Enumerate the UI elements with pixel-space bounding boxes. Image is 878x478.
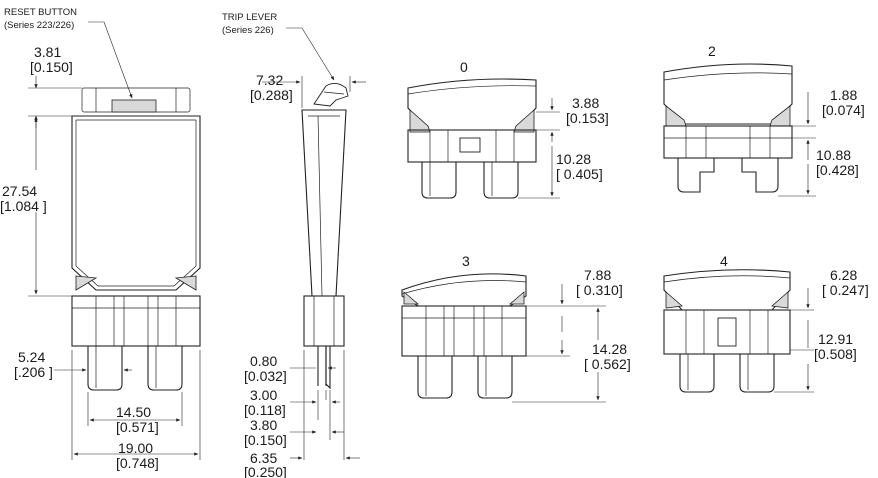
dim-a-in: [0.032] <box>244 368 287 384</box>
dim-body-in: [1.084 ] <box>0 198 47 214</box>
variant-0-long-in: [ 0.405] <box>556 166 603 182</box>
variant-2-long-mm: 10.88 <box>816 147 851 163</box>
variant-label: 0 <box>460 59 468 75</box>
variant-4-long-mm: 12.91 <box>818 331 853 347</box>
dim-c-mm: 3.80 <box>250 417 277 433</box>
variant-4-short-mm: 6.28 <box>830 267 857 283</box>
reset-button-callout: RESET BUTTON (Series 223/226) <box>4 7 133 99</box>
variant-4-long-in: [0.508] <box>814 346 857 362</box>
dim-total-width-in: [0.748] <box>116 455 159 471</box>
variant-3-dimensions: 7.88 [ 0.310] 14.28 [ 0.562] <box>512 267 631 403</box>
variant-0-short-mm: 3.88 <box>572 95 599 111</box>
dim-lever-mm: 7.32 <box>256 72 283 88</box>
variant-label: 3 <box>462 253 470 269</box>
dim-d-in: [0.250] <box>244 464 287 478</box>
trip-lever-callout: TRIP LEVER (Series 226) <box>222 12 335 81</box>
dim-top-in: [0.150] <box>30 59 73 75</box>
variant-label: 4 <box>720 253 728 269</box>
variant-3: 3 <box>401 253 527 399</box>
variant-0-long-mm: 10.28 <box>556 151 591 167</box>
dim-c-in: [0.150] <box>244 432 287 448</box>
dim-blade-span-mm: 14.50 <box>116 404 151 420</box>
variant-2-long-in: [0.428] <box>816 162 859 178</box>
variant-3-short-mm: 7.88 <box>584 267 611 283</box>
variant-4-short-in: [ 0.247] <box>822 282 869 298</box>
variant-3-long-mm: 14.28 <box>592 341 627 357</box>
dim-b-mm: 3.00 <box>250 387 277 403</box>
trip-lever-label: TRIP LEVER <box>222 12 277 23</box>
variant-4-dimensions: 6.28 [ 0.247] 12.91 [0.508] <box>774 267 869 393</box>
dim-total-width-mm: 19.00 <box>118 440 153 456</box>
reset-button-series: (Series 223/226) <box>4 20 74 31</box>
variant-0: 0 <box>407 59 537 199</box>
variant-0-dimensions: 3.88 [0.153] 10.28 [ 0.405] <box>518 95 609 199</box>
variant-3-long-in: [ 0.562] <box>584 356 631 372</box>
trip-lever-series: (Series 226) <box>222 25 274 36</box>
dim-d-mm: 6.35 <box>250 450 277 466</box>
side-dimensions: 7.32 [0.288] 0.80 [0.032] 3.00 [0.118] 3… <box>244 72 366 478</box>
dim-blade-width-mm: 5.24 <box>18 349 45 365</box>
reset-button-label: RESET BUTTON <box>4 7 77 18</box>
front-dimensions: 3.81 [0.150] 27.54 [1.084 ] 5.24 [.206 ]… <box>0 44 201 471</box>
variant-2: 2 <box>663 43 793 193</box>
front-view <box>71 87 201 391</box>
dim-a-mm: 0.80 <box>250 353 277 369</box>
side-view <box>301 83 349 390</box>
dim-b-in: [0.118] <box>244 402 286 418</box>
dim-lever-in: [0.288] <box>250 87 293 103</box>
dim-top-mm: 3.81 <box>34 44 61 60</box>
variant-0-short-in: [0.153] <box>566 110 609 126</box>
dim-blade-span-in: [0.571] <box>116 419 159 435</box>
variant-4: 4 <box>663 253 791 393</box>
dim-blade-width-in: [.206 ] <box>14 364 53 380</box>
variant-label: 2 <box>708 43 716 59</box>
dim-body-mm: 27.54 <box>2 183 37 199</box>
variant-2-short-in: [0.074] <box>822 102 865 118</box>
variant-2-dimensions: 1.88 [0.074] 10.88 [0.428] <box>778 87 865 197</box>
variant-3-short-in: [ 0.310] <box>576 282 623 298</box>
variant-2-short-mm: 1.88 <box>830 87 857 103</box>
